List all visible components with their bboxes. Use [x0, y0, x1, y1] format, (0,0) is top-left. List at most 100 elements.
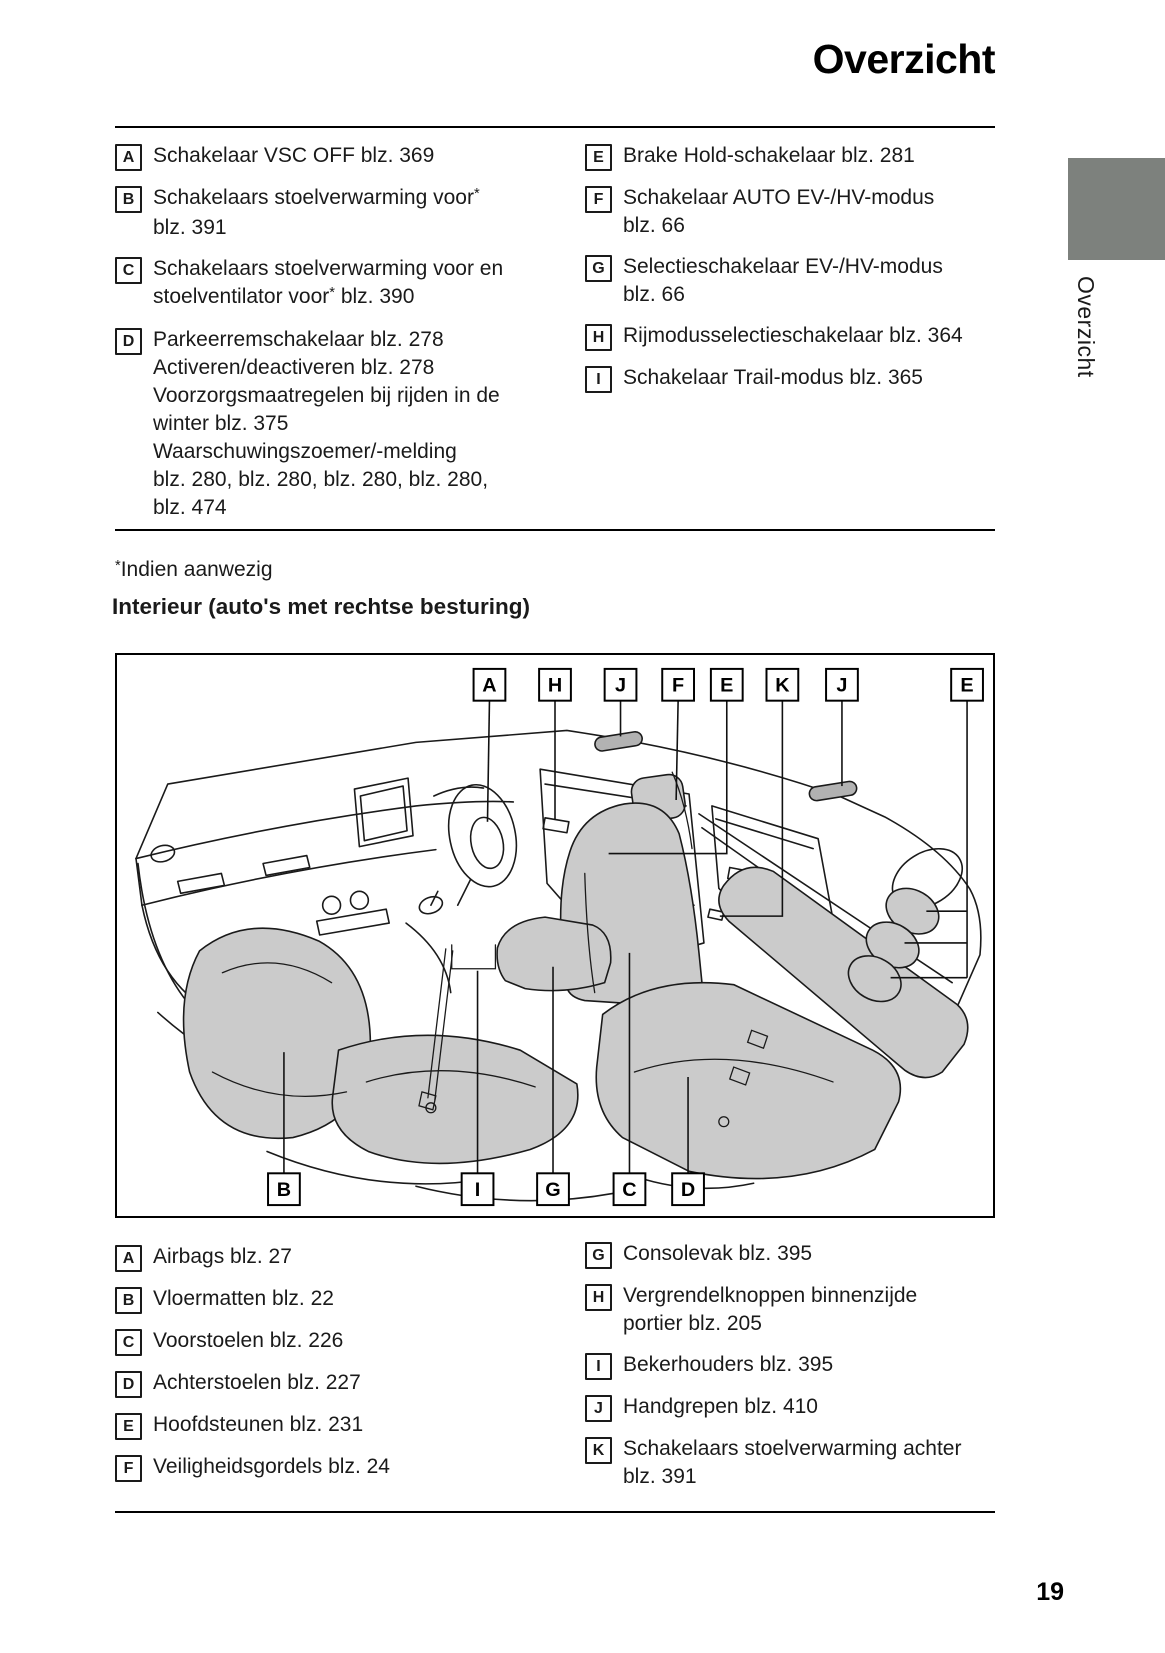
svg-text:J: J: [836, 675, 847, 697]
item-text: Vloermatten blz. 22: [153, 1287, 334, 1310]
item-letter-box: F: [115, 1455, 142, 1482]
svg-text:E: E: [960, 675, 973, 697]
item-text: Bekerhouders blz. 395: [623, 1353, 834, 1376]
page-title: Overzicht: [812, 36, 996, 82]
diagram-label-top-4: E: [709, 667, 744, 702]
item-text: Voorstoelen blz. 226: [153, 1329, 344, 1352]
item-letter-box: A: [115, 1245, 142, 1272]
item-letter-box: D: [115, 328, 142, 355]
diagram-label-top-0: A: [472, 667, 507, 702]
item-text: Handgrepen blz. 410: [623, 1395, 818, 1418]
chapter-tab: [1068, 158, 1165, 260]
list-item: G Consolevak blz. 395: [585, 1240, 995, 1269]
list-item: I Bekerhouders blz. 395: [585, 1351, 995, 1380]
chapter-tab-label: Overzicht: [1073, 276, 1099, 378]
item-text: Brake Hold-schakelaar blz. 281: [623, 144, 915, 167]
diagram-label-top-7: E: [950, 667, 984, 702]
item-letter-box: E: [115, 1413, 142, 1440]
item-letter-box: G: [585, 255, 612, 282]
diagram-label-bottom-0: B: [267, 1172, 301, 1207]
diagram-top-labels: A H J F E K J E: [472, 667, 984, 702]
footnote-text: Indien aanwezig: [120, 558, 273, 581]
svg-text:I: I: [475, 1179, 481, 1201]
item-text: Hoofdsteunen blz. 231: [153, 1413, 364, 1436]
svg-text:J: J: [615, 675, 626, 697]
item-letter-box: E: [585, 144, 612, 171]
item-letter-box: J: [585, 1395, 612, 1422]
svg-text:H: H: [548, 675, 562, 697]
diagram-label-top-2: J: [603, 667, 638, 702]
item-letter-box: F: [585, 186, 612, 213]
footnote-asterisk: *: [115, 557, 121, 574]
svg-text:A: A: [482, 675, 496, 697]
diagram-label-top-3: F: [661, 667, 696, 702]
item-text: Achterstoelen blz. 227: [153, 1371, 361, 1394]
svg-text:F: F: [672, 675, 684, 697]
divider-middle: [115, 529, 995, 531]
item-text: Rijmodusselectieschakelaar blz. 364: [623, 324, 963, 347]
svg-text:E: E: [720, 675, 733, 697]
item-text: Veiligheidsgordels blz. 24: [153, 1455, 390, 1478]
seats: [182, 773, 969, 1180]
diagram-label-top-5: K: [765, 667, 800, 702]
item-letter-box: C: [115, 257, 142, 284]
list-item: H Rijmodusselectieschakelaar blz. 364: [585, 322, 995, 351]
item-letter-box: D: [115, 1371, 142, 1398]
diagram-label-bottom-4: D: [671, 1172, 705, 1207]
diagram-bottom-labels: B I G C D: [267, 1172, 705, 1207]
leader-lines: [283, 700, 968, 1174]
interior-diagram-frame: A H J F E K J E B I G C D: [115, 653, 995, 1218]
divider-bottom: [115, 1511, 995, 1513]
item-text: Airbags blz. 27: [153, 1245, 292, 1268]
item-letter-box: H: [585, 324, 612, 351]
list-item: I Schakelaar Trail-modus blz. 365: [585, 364, 995, 393]
svg-text:D: D: [681, 1179, 695, 1201]
diagram-label-bottom-2: G: [536, 1172, 570, 1207]
svg-text:C: C: [622, 1179, 636, 1201]
item-letter-box: I: [585, 1353, 612, 1380]
list-item: A Airbags blz. 27: [115, 1243, 575, 1272]
list-item: E Hoofdsteunen blz. 231: [115, 1411, 575, 1440]
svg-text:K: K: [775, 675, 790, 697]
list-item: F Veiligheidsgordels blz. 24: [115, 1453, 575, 1482]
diagram-label-top-1: H: [538, 667, 572, 702]
list-item: D Achterstoelen blz. 227: [115, 1369, 575, 1398]
item-text: Consolevak blz. 395: [623, 1242, 813, 1265]
svg-text:B: B: [277, 1179, 291, 1201]
item-letter-box: H: [585, 1284, 612, 1311]
item-text: Schakelaar VSC OFF blz. 369: [153, 144, 435, 167]
diagram-label-top-6: J: [825, 667, 859, 702]
interior-diagram: A H J F E K J E B I G C D: [135, 667, 984, 1207]
footnote: *Indien aanwezig: [115, 558, 273, 582]
diagram-label-bottom-3: C: [612, 1172, 647, 1207]
item-letter-box: K: [585, 1437, 612, 1464]
item-letter-box: G: [585, 1242, 612, 1269]
item-text: Schakelaars stoelverwarming voor*blz. 39…: [153, 185, 480, 239]
list-item: E Brake Hold-schakelaar blz. 281: [585, 142, 995, 171]
list-item: B Vloermatten blz. 22: [115, 1285, 575, 1314]
diagram-label-bottom-1: I: [460, 1172, 495, 1207]
section-heading: Interieur (auto's met rechtse besturing): [112, 594, 530, 619]
list-item: J Handgrepen blz. 410: [585, 1393, 995, 1422]
item-text: Schakelaar Trail-modus blz. 365: [623, 366, 923, 389]
item-letter-box: I: [585, 366, 612, 393]
divider-top: [115, 126, 995, 128]
item-letter-box: B: [115, 1287, 142, 1314]
seat-details: [211, 771, 834, 1128]
